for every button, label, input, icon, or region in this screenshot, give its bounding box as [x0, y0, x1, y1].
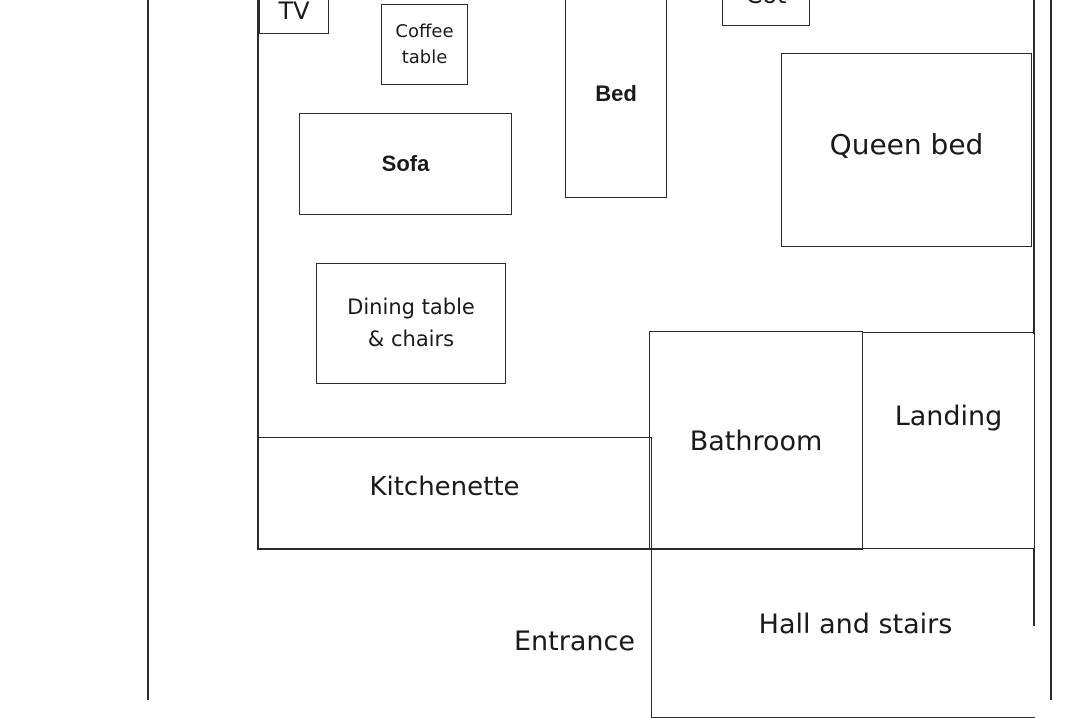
queen-bed-box: Queen bed [781, 53, 1032, 247]
entrance-label: Entrance [514, 626, 635, 657]
bed-label: Bed [595, 81, 637, 107]
landing-label: Landing [894, 401, 1003, 432]
dining-table-box: Dining table & chairs [316, 263, 506, 384]
sofa-box: Sofa [299, 113, 512, 215]
coffee-table-label: Coffee table [395, 21, 454, 68]
dining-table-label: Dining table & chairs [347, 295, 475, 351]
hall-and-stairs-label: Hall and stairs [758, 609, 953, 640]
cot-box: Cot [722, 0, 810, 26]
bathroom-box: Bathroom [649, 331, 863, 550]
tv-box: TV [259, 0, 329, 34]
hall-wall-right [1033, 548, 1035, 626]
floor-plan: TV Coffee table Bed Cot Queen bed Sofa D… [147, 0, 1052, 718]
kitchenette-box: Kitchenette [257, 437, 652, 550]
bathroom-label: Bathroom [689, 426, 823, 457]
sofa-label: Sofa [381, 151, 430, 177]
outer-wall-left [147, 0, 149, 700]
tv-label: TV [278, 0, 310, 25]
landing-box: Landing [862, 332, 1035, 550]
kitchenette-label: Kitchenette [369, 472, 520, 502]
room-wall-left [257, 0, 259, 550]
cot-label: Cot [746, 0, 787, 11]
outer-wall-right [1050, 0, 1052, 700]
queen-bed-label: Queen bed [829, 128, 984, 161]
bed-box: Bed [565, 0, 667, 198]
coffee-table-box: Coffee table [381, 4, 468, 85]
hall-and-stairs-box: Hall and stairs [651, 548, 1035, 718]
room-wall-right [1033, 0, 1035, 334]
